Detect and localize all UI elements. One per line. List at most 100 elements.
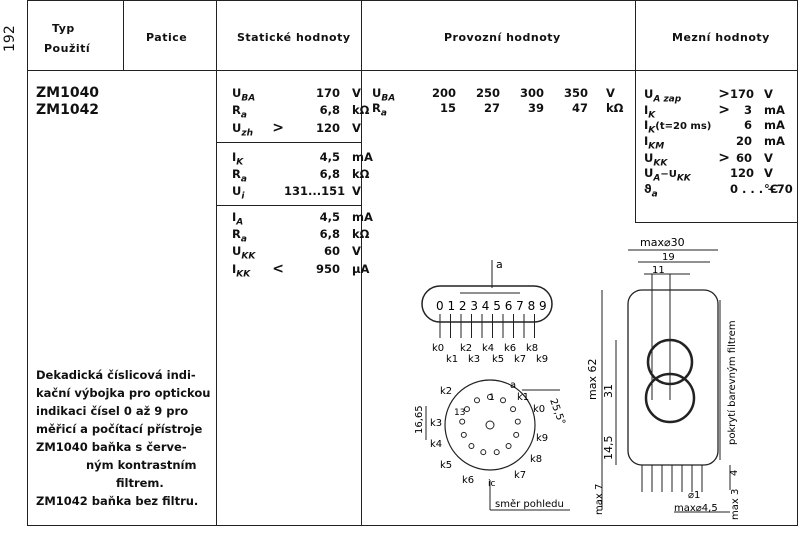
symbol-letter: U xyxy=(232,121,242,135)
table-frame xyxy=(27,0,798,526)
symbol-letter: I xyxy=(644,103,649,117)
quantity-symbol: Ra xyxy=(232,167,272,184)
k2-label: k2 xyxy=(460,343,472,354)
base-pin xyxy=(459,418,466,425)
symbol-subscript: A xyxy=(236,217,244,228)
value: 170 xyxy=(730,87,755,101)
quantity-symbol: Ra xyxy=(232,227,272,244)
quantity-symbol: UKK xyxy=(644,151,714,168)
value: 0 . . . +70 xyxy=(730,182,793,196)
symbol-letter: I xyxy=(232,210,237,224)
base-outline xyxy=(444,379,536,471)
header-staticke: Statické hodnoty xyxy=(237,31,351,44)
cathode-leads xyxy=(439,314,535,338)
quantity-symbol: IKM xyxy=(644,134,714,151)
base-pin xyxy=(514,418,521,425)
quantity-symbol: Uzh xyxy=(232,121,272,138)
page-number: 192 xyxy=(2,25,18,52)
value: 6,8 xyxy=(319,103,340,117)
value: 60 xyxy=(323,244,340,258)
header-rule xyxy=(27,70,798,71)
symbol-letter: U xyxy=(644,151,654,165)
unit: V xyxy=(352,86,361,100)
description-line: ZM1042 baňka bez filtru. xyxy=(36,494,199,508)
symbol-letter: U xyxy=(232,184,242,198)
filter-label: pokrytí barevným filtrem xyxy=(726,320,738,445)
quantity-symbol: UBA xyxy=(372,86,412,103)
operator: < xyxy=(272,261,284,277)
quantity-symbol: IK(t=20 ms) xyxy=(644,118,714,135)
base-pin xyxy=(480,449,487,456)
dim-14-5: 14,5 xyxy=(602,436,615,461)
limits-rule xyxy=(635,222,798,223)
value-row: Ra 6,8 kΩ xyxy=(232,227,369,244)
value: 170 xyxy=(315,86,340,100)
base-k3-label: k3 xyxy=(430,418,442,429)
k3-label: k3 xyxy=(468,354,480,365)
base-anode-label: a xyxy=(510,380,516,391)
col-line-static xyxy=(361,0,362,526)
value: 3 xyxy=(743,103,752,117)
digits-label: 0 1 2 3 4 5 6 7 8 9 xyxy=(436,299,547,313)
symbol-subscript: i xyxy=(241,191,245,202)
dim-max3: max 3 xyxy=(730,489,741,520)
value: 6,8 xyxy=(319,227,340,241)
operating-value: 27 xyxy=(483,101,500,115)
value: 4,5 xyxy=(319,150,340,164)
quantity-symbol: UBA xyxy=(232,86,272,103)
symbol-subscript: a xyxy=(651,189,658,200)
unit: kΩ xyxy=(352,227,370,241)
base-k1-label: k1 xyxy=(517,392,529,403)
operator: > xyxy=(718,86,730,102)
k7-label: k7 xyxy=(514,354,526,365)
base-k2-label: k2 xyxy=(440,386,452,397)
symbol-letter: U xyxy=(232,86,242,100)
base-pin xyxy=(505,442,512,449)
value: 120 xyxy=(730,166,755,180)
quantity-symbol: UA−UKK xyxy=(644,166,714,183)
symbol-subscript: KM xyxy=(648,141,665,152)
symbol-subscript: KK xyxy=(236,269,251,280)
k4-label: k4 xyxy=(482,343,494,354)
dim-4: 4 xyxy=(729,470,740,476)
symbol-subscript: KK xyxy=(676,173,691,184)
symbol-letter: I xyxy=(232,150,237,164)
col-line-operating xyxy=(635,0,636,222)
unit: mA xyxy=(352,210,373,224)
symbol-subscript: BA xyxy=(241,93,256,104)
col-line-patice xyxy=(216,0,217,526)
symbol-letter: I xyxy=(644,118,649,132)
header-mezni: Mezní hodnoty xyxy=(672,31,770,44)
base-pin xyxy=(460,431,467,438)
angle-label: 25,5° xyxy=(547,397,567,426)
operating-value: 39 xyxy=(527,101,544,115)
symbol-subscript: K xyxy=(648,110,656,121)
value: 4,5 xyxy=(319,210,340,224)
operator: > xyxy=(718,102,730,118)
base-pin xyxy=(468,442,475,449)
dim-max45: max⌀4,5 xyxy=(674,503,718,514)
symbol-extra: (t=20 ms) xyxy=(655,121,712,132)
unit: V xyxy=(352,244,361,258)
pin-circle xyxy=(459,394,521,456)
symbol-subscript: a xyxy=(380,108,387,119)
symbol-letter: R xyxy=(232,103,241,117)
k8-label: k8 xyxy=(526,343,538,354)
unit: kΩ xyxy=(352,167,370,181)
base-pin xyxy=(510,406,517,413)
quantity-symbol: ϑa xyxy=(644,182,714,199)
symbol-subscript: a xyxy=(240,174,247,185)
header-typ: Typ xyxy=(52,22,75,35)
k0-label: k0 xyxy=(432,343,444,354)
unit: mA xyxy=(764,134,785,148)
operating-value: 15 xyxy=(439,101,456,115)
description-line: ZM1040 baňka s červe- xyxy=(36,440,187,454)
base-pin xyxy=(473,397,480,404)
col-line-typ xyxy=(123,0,124,70)
pin13-label: 13 xyxy=(454,408,465,418)
